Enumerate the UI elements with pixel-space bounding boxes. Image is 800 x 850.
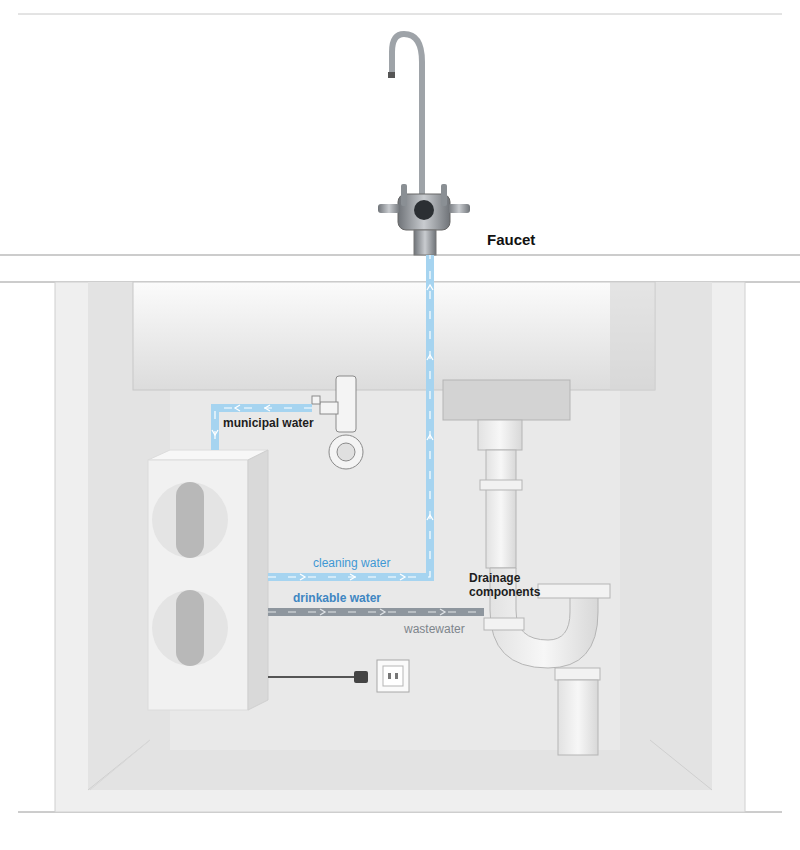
countertop [0,255,800,282]
perspective-line [90,740,150,790]
top-rule [18,14,782,15]
drain-assembly [443,380,610,755]
filter-unit [148,450,268,710]
angle-valve [312,376,363,469]
sink-shadow [610,282,655,390]
part-label: Faucet [487,231,535,248]
perspective-line [88,740,150,790]
countertop-edge [0,254,800,255]
pipe-label: wastewater [404,623,465,637]
cabinet [55,282,745,812]
perspective-line [650,740,712,790]
cabinet-interior [88,282,712,790]
pipe-label: municipal water [223,417,314,431]
sink-basin [133,282,655,390]
pipe-label: cleaning water [313,557,390,571]
pipe-label: drinkable water [293,592,381,606]
power-cord [268,660,409,692]
water-pipes [212,255,484,615]
part-label: Drainage components [469,572,561,600]
faucet-drawing [378,34,470,255]
